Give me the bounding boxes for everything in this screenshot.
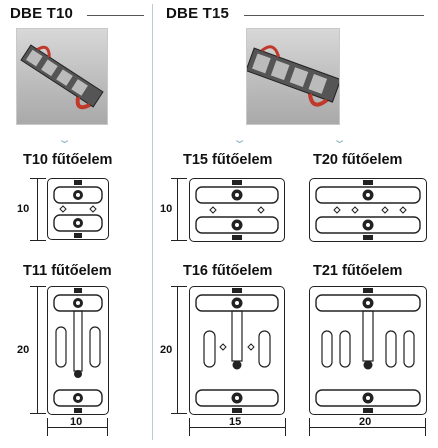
height-dimension-line bbox=[37, 178, 38, 240]
product-photo-dbe-t10 bbox=[16, 28, 108, 125]
height-dimension-tick bbox=[171, 286, 187, 287]
element-title-t15: T15 fűtőelem bbox=[183, 152, 273, 168]
width-dimension-tick bbox=[107, 418, 108, 436]
element-title-t11: T11 fűtőelem bbox=[23, 263, 112, 279]
series-title-dbe-t10: DBE T10 bbox=[10, 5, 74, 22]
height-dimension-tick bbox=[30, 413, 46, 414]
height-dimension-tick bbox=[30, 178, 46, 179]
height-dimension-tick bbox=[30, 240, 46, 241]
schematic-t11 bbox=[47, 286, 109, 415]
element-title-t10: T10 fűtőelem bbox=[23, 152, 113, 168]
height-label-t11: 20 bbox=[17, 344, 30, 356]
width-dimension-tick bbox=[47, 418, 48, 436]
width-dimension-line bbox=[189, 427, 285, 428]
height-dimension-line bbox=[37, 286, 38, 413]
element-title-t20: T20 fűtőelem bbox=[313, 152, 403, 168]
header-rule-left bbox=[87, 15, 144, 16]
height-dimension-tick bbox=[30, 286, 46, 287]
chevron-down-icon[interactable]: ⌄ bbox=[57, 134, 72, 146]
height-dimension-tick bbox=[171, 178, 187, 179]
height-label-t15: 10 bbox=[160, 203, 173, 215]
width-label-t15: 15 bbox=[229, 416, 242, 428]
height-label-t16: 20 bbox=[160, 344, 173, 356]
product-photo-dbe-t15 bbox=[246, 28, 340, 125]
height-label-t10: 10 bbox=[17, 203, 30, 215]
width-dimension-line bbox=[47, 427, 107, 428]
width-label-t10: 10 bbox=[70, 416, 83, 428]
series-title-dbe-t15: DBE T15 bbox=[166, 5, 230, 22]
header-rule-right bbox=[244, 15, 424, 16]
width-dimension-tick bbox=[189, 418, 190, 436]
schematic-t20 bbox=[309, 178, 427, 242]
schematic-t16 bbox=[189, 286, 285, 415]
element-title-t21: T21 fűtőelem bbox=[313, 263, 403, 279]
schematic-t15 bbox=[189, 178, 285, 242]
height-dimension-line bbox=[177, 286, 178, 413]
element-title-t16: T16 fűtőelem bbox=[183, 263, 273, 279]
chevron-down-icon[interactable]: ⌄ bbox=[232, 134, 247, 146]
width-dimension-tick bbox=[425, 418, 426, 436]
width-label-t20: 20 bbox=[359, 416, 372, 428]
column-separator bbox=[152, 4, 153, 440]
height-dimension-tick bbox=[171, 240, 187, 241]
height-dimension-tick bbox=[171, 413, 187, 414]
width-dimension-tick bbox=[285, 418, 286, 436]
chevron-down-icon[interactable]: ⌄ bbox=[332, 134, 347, 146]
width-dimension-tick bbox=[309, 418, 310, 436]
schematic-t21 bbox=[309, 286, 427, 415]
width-dimension-line bbox=[309, 427, 426, 428]
schematic-t10 bbox=[47, 178, 109, 240]
height-dimension-line bbox=[177, 178, 178, 240]
